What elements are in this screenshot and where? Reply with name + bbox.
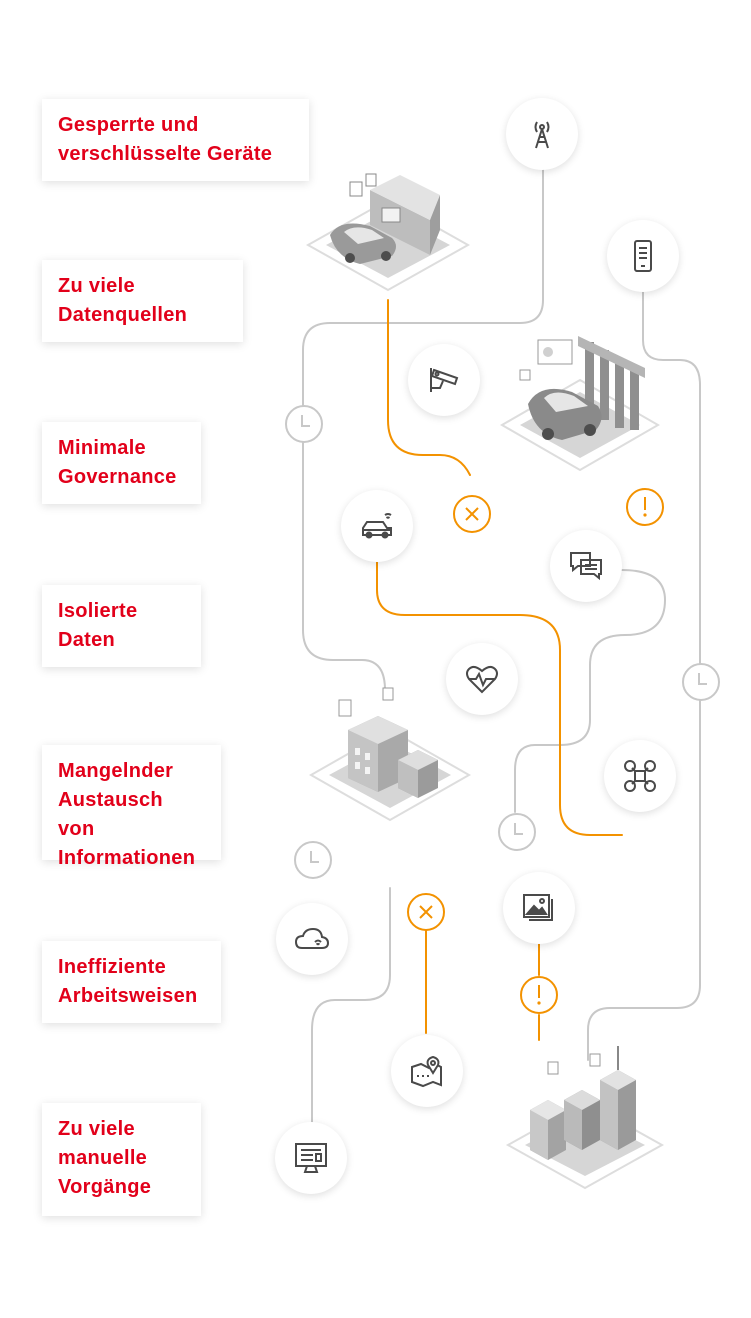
security-camera-icon <box>408 344 480 416</box>
computer-monitor-icon <box>275 1122 347 1194</box>
drone-icon <box>604 740 676 812</box>
challenge-card: Isolierte Daten <box>42 585 201 667</box>
challenge-label: Mangelnder Austausch von Informationen <box>58 760 196 869</box>
checkpoint-car-illustration <box>305 173 471 292</box>
challenge-card: Mangelnder Austausch von Informationen <box>42 745 221 869</box>
city-illustration <box>505 1046 665 1190</box>
challenge-label: Isolierte Daten <box>58 600 138 651</box>
gate-suv-illustration <box>499 336 661 472</box>
challenge-label: Minimale Governance <box>58 437 177 488</box>
cloud-icon <box>276 903 348 975</box>
clock-icon <box>497 812 537 852</box>
clock-icon <box>284 404 324 444</box>
exclamation-alert-icon <box>625 487 665 527</box>
radio-tower-icon <box>506 98 578 170</box>
gray-path <box>311 887 391 1123</box>
image-gallery-icon <box>503 872 575 944</box>
challenge-label: Zu viele Datenquellen <box>58 275 188 326</box>
challenge-card: Gesperrte und verschlüsselte Geräte <box>42 99 309 181</box>
connected-car-icon <box>341 490 413 562</box>
orange-path <box>376 561 623 836</box>
orange-path <box>387 299 471 476</box>
exclamation-alert-icon <box>519 975 559 1015</box>
mobile-phone-icon <box>607 220 679 292</box>
challenge-card: Minimale Governance <box>42 422 201 504</box>
x-alert-icon <box>406 892 446 932</box>
chat-icon <box>550 530 622 602</box>
map-location-icon <box>391 1035 463 1107</box>
clock-icon <box>293 840 333 880</box>
challenge-card: Zu viele Datenquellen <box>42 260 243 342</box>
challenge-label: Zu viele manuelle Vorgänge <box>58 1118 152 1198</box>
office-buildings-illustration <box>308 687 472 822</box>
heart-rate-icon <box>446 643 518 715</box>
gray-path <box>514 569 667 813</box>
challenge-label: Ineffiziente Arbeitsweisen <box>58 956 198 1007</box>
challenge-label: Gesperrte und verschlüsselte Geräte <box>58 114 273 165</box>
gray-path <box>302 167 544 691</box>
challenge-card: Zu viele manuelle Vorgänge <box>42 1103 201 1216</box>
challenge-card: Ineffiziente Arbeitsweisen <box>42 941 221 1023</box>
clock-icon <box>681 662 721 702</box>
x-alert-icon <box>452 494 492 534</box>
